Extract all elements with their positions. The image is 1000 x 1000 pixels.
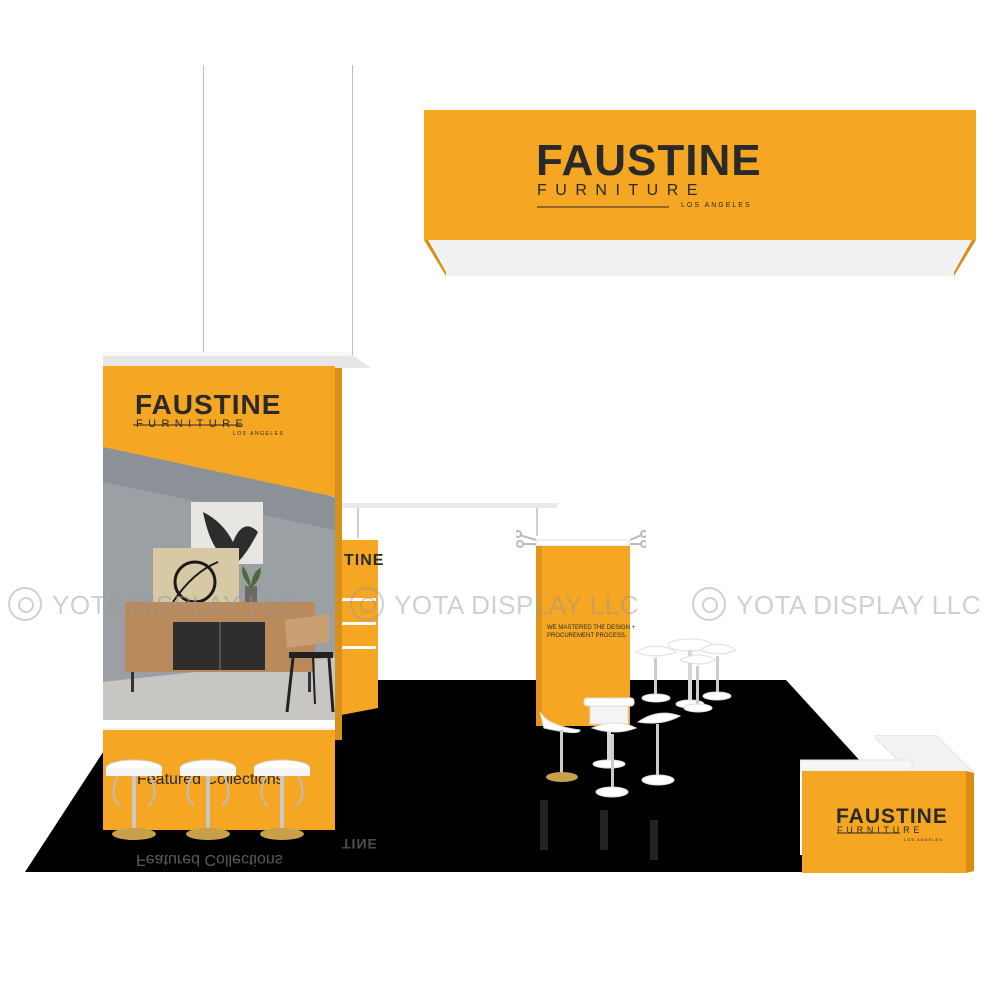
- counter-text: Featured Collections: [137, 771, 284, 788]
- watermark: YOTA DISPLAY LLC: [8, 587, 297, 624]
- hanging-sign-subtitle: FURNITURE: [537, 182, 706, 199]
- stool: [253, 759, 311, 840]
- kiosk-shape: [514, 530, 648, 726]
- main-tower: FAUSTINE FURNITURE LOS ANGELES Featured …: [103, 352, 371, 832]
- hanging-sign: FAUSTINE FURNITURE LOS ANGELES: [424, 110, 976, 276]
- bar-table: [583, 697, 635, 769]
- tower-city: LOS ANGELES: [233, 431, 285, 437]
- tower-brand: FAUSTINE: [135, 389, 282, 420]
- watermark-logo-icon: [8, 587, 42, 622]
- tower-shape: [103, 352, 371, 830]
- reception-subtitle: FURNITURE: [837, 825, 924, 835]
- stool: [105, 759, 163, 840]
- stool: [634, 643, 738, 713]
- watermark-logo-icon: [692, 587, 726, 622]
- stool: [179, 759, 237, 840]
- side-panel-brand: TINE: [344, 552, 385, 569]
- reception-counter: FAUSTINE FURNITURE LOS ANGELES: [799, 734, 976, 875]
- kiosk: WE MASTERED THE DESIGN + PROCUREMENT PRO…: [514, 526, 648, 726]
- hanging-wire: [352, 65, 353, 355]
- hanging-wire: [203, 65, 204, 355]
- hanging-sign-brand: FAUSTINE: [536, 136, 762, 185]
- reception-city: LOS ANGELES: [904, 837, 943, 842]
- tower-subtitle: FURNITURE: [136, 418, 249, 430]
- reception-brand: FAUSTINE: [836, 805, 948, 828]
- hanging-sign-shape: [424, 110, 976, 276]
- watermark: YOTA DISPLAY LLC: [350, 587, 639, 624]
- kiosk-tagline-line2: PROCUREMENT PROCESS.: [547, 633, 627, 639]
- reception-counter-shape: [799, 734, 976, 873]
- hanging-sign-city: LOS ANGELES: [681, 202, 752, 209]
- watermark: YOTA DISPLAY LLC: [692, 587, 981, 624]
- watermark-logo-icon: [350, 587, 384, 622]
- stool: [539, 711, 682, 798]
- kiosk-tagline-line1: WE MASTERED THE DESIGN +: [547, 625, 636, 631]
